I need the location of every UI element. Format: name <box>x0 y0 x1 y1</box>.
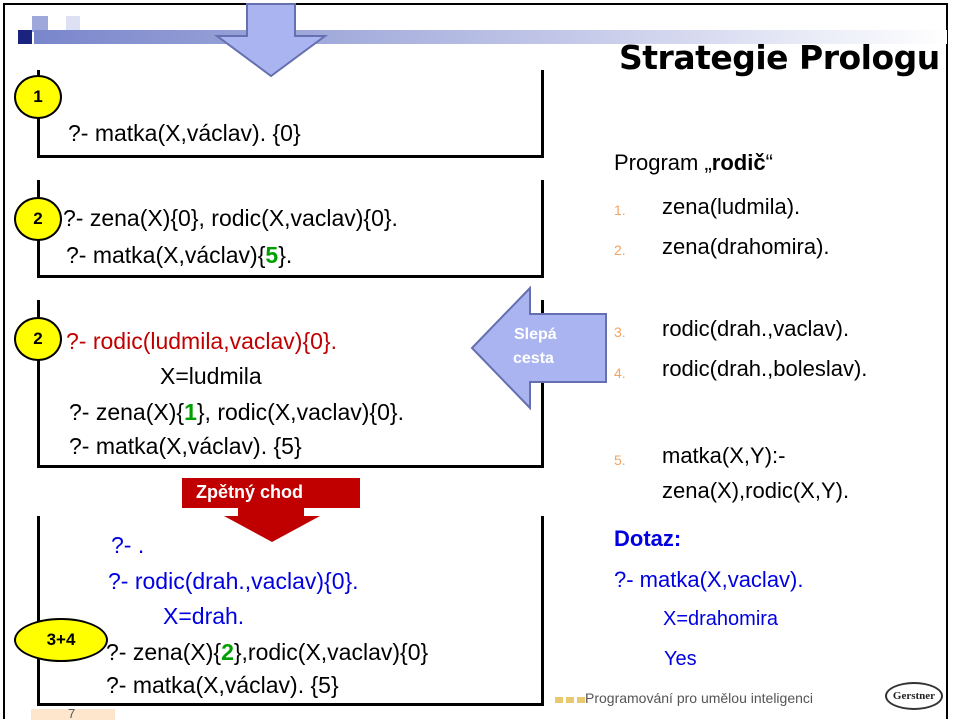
page-number-box <box>31 709 115 720</box>
rule-text: rodic(drah.,vaclav). <box>662 316 850 341</box>
goal-line: ?- matka(X,václav). {0} <box>68 120 301 146</box>
footer-dot <box>577 697 585 703</box>
backtrack-label: Zpětný chod <box>196 482 303 502</box>
backtrack-arrow-icon <box>182 478 360 542</box>
step-badge: 2 <box>14 317 62 361</box>
query-answer: Yes <box>664 648 697 670</box>
goal-line: ?- zena(X){1}, rodic(X,vaclav){0}. <box>69 399 404 425</box>
down-arrow-icon <box>213 3 329 78</box>
rule-number: 4. <box>614 365 626 381</box>
goal-line: ?- zena(X){0}, rodic(X,vaclav){0}. <box>63 205 398 231</box>
goal-line: ?- matka(X,václav). {5} <box>69 433 302 459</box>
query-text: ?- matka(X,vaclav). <box>614 567 804 592</box>
clause-counter: 1 <box>184 399 197 425</box>
page-number: 7 <box>68 706 76 721</box>
goal-line: ?- rodic(ludmila,vaclav){0}. <box>66 328 338 354</box>
footer-dot <box>555 697 563 703</box>
header-square-mid <box>32 16 48 32</box>
clause-counter: 2 <box>221 639 234 665</box>
dead-end-label: cesta <box>513 350 554 367</box>
footer-dot <box>566 697 574 703</box>
rule-text: zena(X),rodic(X,Y). <box>662 478 850 503</box>
binding-line: X=drah. <box>163 603 245 629</box>
slide-title: Strategie Prologu <box>619 38 940 77</box>
rule-text: matka(X,Y):- <box>662 443 786 468</box>
step-badge: 1 <box>14 75 62 119</box>
goal-line: ?- . <box>111 532 145 558</box>
footer-text: Programování pro umělou inteligenci <box>585 690 814 706</box>
goal-line: ?- matka(X,václav){5}. <box>66 242 293 268</box>
step-badge: 3+4 <box>14 618 108 662</box>
logo-text: Gerstner <box>892 690 936 702</box>
rule-number: 1. <box>614 202 626 218</box>
program-heading: Program „rodič“ <box>614 150 773 175</box>
goal-line: ?- zena(X){2},rodic(X,vaclav){0} <box>106 639 429 665</box>
header-square-pale <box>66 16 80 30</box>
binding-line: X=ludmila <box>160 363 262 389</box>
slide-frame <box>3 3 948 719</box>
goal-line: ?- rodic(drah.,vaclav){0}. <box>108 568 359 594</box>
rule-text: rodic(drah.,boleslav). <box>662 356 868 381</box>
dead-end-label: Slepá <box>514 326 557 343</box>
header-square-dark <box>18 30 32 44</box>
rule-number: 3. <box>614 324 626 340</box>
step-badge: 2 <box>14 197 62 241</box>
query-heading: Dotaz: <box>614 526 682 551</box>
goal-line: ?- matka(X,václav). {5} <box>106 672 339 698</box>
rule-number: 2. <box>614 242 626 258</box>
gerstner-logo: Gerstner <box>885 682 943 710</box>
left-arrow-icon <box>470 285 607 411</box>
resolution-step-4 <box>37 516 544 706</box>
rule-text: zena(drahomira). <box>662 234 830 259</box>
rule-number: 5. <box>614 452 626 468</box>
query-answer: X=drahomira <box>663 608 779 630</box>
rule-text: zena(ludmila). <box>662 194 801 219</box>
clause-counter: 5 <box>265 242 279 268</box>
resolution-step-3 <box>37 300 544 468</box>
